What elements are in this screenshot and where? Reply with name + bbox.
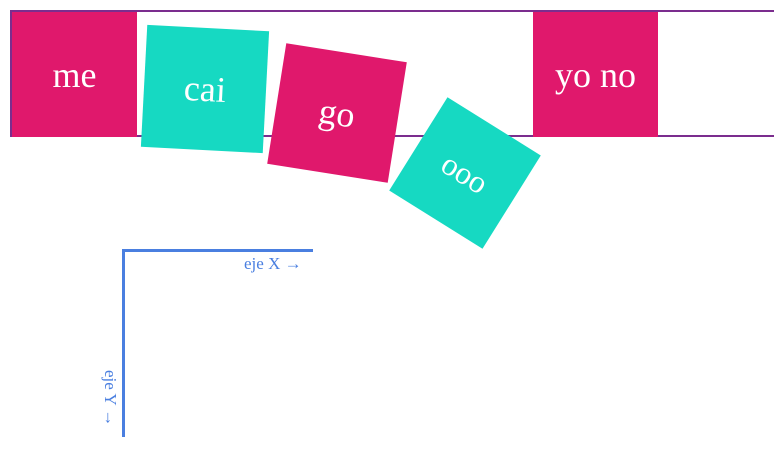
y-axis-label: eje Y → [101,370,120,427]
x-axis-label: eje X → [244,254,302,273]
tile-cai-label: cai [182,67,228,111]
tile-go: go [267,43,407,183]
tile-me: me [12,12,137,137]
tile-me-label: me [52,54,97,95]
tile-cai: cai [140,24,270,154]
x-axis-line [122,249,313,252]
tile-go-label: go [316,90,358,136]
tile-yo-no-label: yo no [555,54,636,95]
tile-ooo-label: ooo [435,144,496,201]
y-axis-line [122,249,125,437]
tile-yo-no: yo no [533,12,658,137]
